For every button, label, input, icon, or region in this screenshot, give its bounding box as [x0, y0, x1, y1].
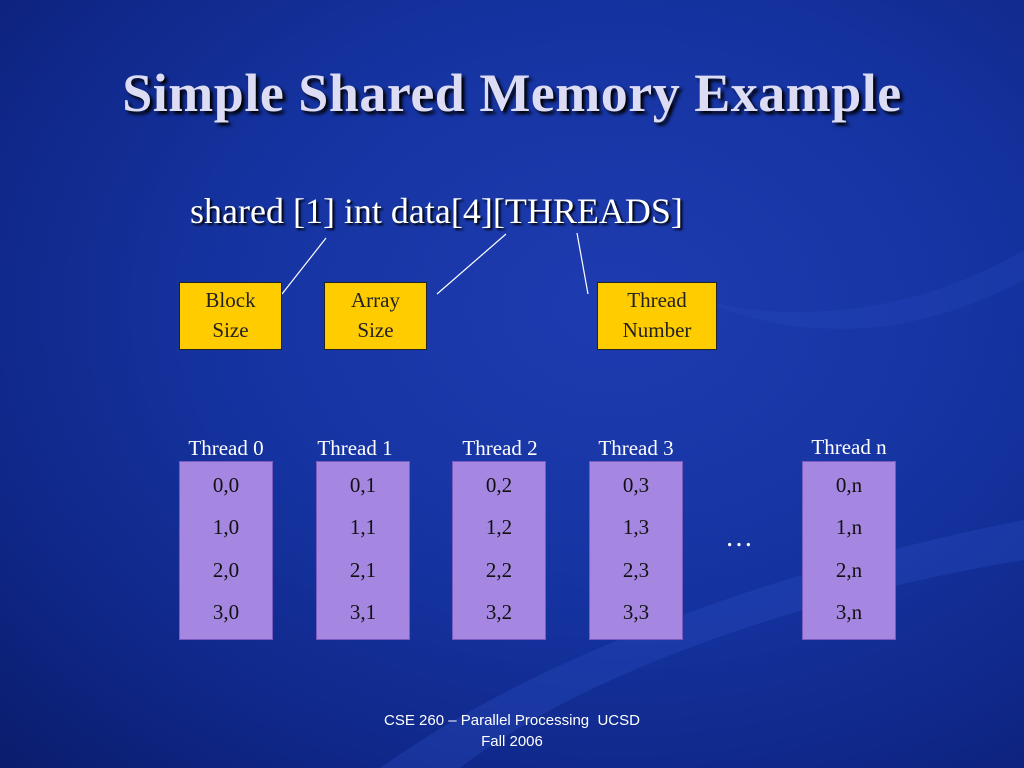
array-size-line-1: Array — [351, 288, 400, 312]
thread-number-line-1: Thread — [627, 288, 687, 312]
cell-1-n: 1,n — [835, 515, 863, 540]
cell-3-3: 3,3 — [622, 599, 650, 624]
cell-1-1: 1,1 — [349, 515, 377, 540]
thread-2-column: 0,2 1,2 2,2 3,2 — [452, 461, 546, 640]
cell-2-3: 2,3 — [622, 557, 650, 582]
cell-3-1: 3,1 — [349, 599, 377, 624]
cell-3-2: 3,2 — [485, 599, 513, 624]
slide-title: Simple Shared Memory Example — [122, 63, 902, 123]
slide-footer: CSE 260 – Parallel Processing UCSD Fall … — [0, 710, 1024, 752]
cell-2-0: 2,0 — [212, 557, 240, 582]
thread-n-header: Thread n — [811, 435, 887, 459]
block-size-label: Block Size — [179, 282, 282, 350]
cell-0-n: 0,n — [835, 473, 863, 498]
cell-1-0: 1,0 — [212, 515, 240, 540]
array-declaration: shared [1] int data[4][THREADS] — [190, 191, 683, 231]
ellipsis: … — [725, 522, 753, 553]
thread-1-column: 0,1 1,1 2,1 3,1 — [316, 461, 410, 640]
thread-1-header: Thread 1 — [317, 436, 393, 460]
thread-0-column: 0,0 1,0 2,0 3,0 — [179, 461, 273, 640]
array-size-label: Array Size — [324, 282, 427, 350]
array-size-line-2: Size — [357, 318, 394, 342]
cell-0-3: 0,3 — [622, 473, 650, 498]
thread-number-line-2: Number — [622, 318, 692, 342]
cell-0-0: 0,0 — [212, 473, 240, 498]
cell-1-3: 1,3 — [622, 515, 650, 540]
cell-2-1: 2,1 — [349, 557, 377, 582]
thread-3-header: Thread 3 — [598, 436, 674, 460]
connector-array-size — [436, 233, 507, 295]
thread-0-header: Thread 0 — [188, 436, 264, 460]
footer-course: CSE 260 – Parallel Processing UCSD — [384, 712, 640, 729]
cell-2-n: 2,n — [835, 557, 863, 582]
thread-number-label: Thread Number — [597, 282, 717, 350]
cell-3-0: 3,0 — [212, 599, 240, 624]
cell-0-1: 0,1 — [349, 473, 377, 498]
thread-n-column: 0,n 1,n 2,n 3,n — [802, 461, 896, 640]
connector-block-size — [281, 237, 327, 295]
cell-3-n: 3,n — [835, 599, 863, 624]
footer-term: Fall 2006 — [481, 733, 543, 750]
cell-0-2: 0,2 — [485, 473, 513, 498]
block-size-line-2: Size — [212, 318, 249, 342]
cell-1-2: 1,2 — [485, 515, 513, 540]
block-size-line-1: Block — [205, 288, 256, 312]
cell-2-2: 2,2 — [485, 557, 513, 582]
thread-3-column: 0,3 1,3 2,3 3,3 — [589, 461, 683, 640]
connector-thread-number — [576, 232, 589, 295]
thread-2-header: Thread 2 — [462, 436, 538, 460]
